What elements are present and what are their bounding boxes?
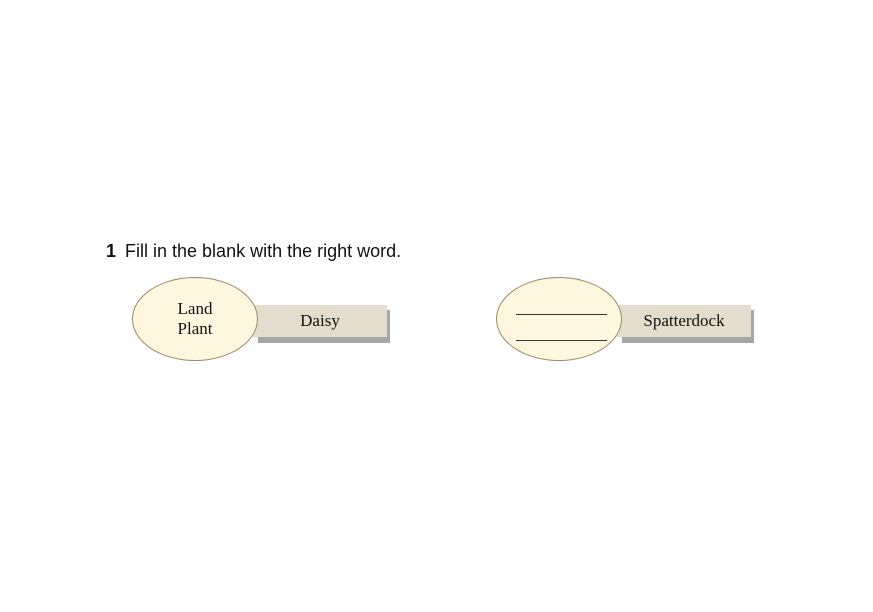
example-label: Daisy (300, 311, 340, 330)
example-label: Spatterdock (643, 311, 725, 330)
answer-blank-line-1[interactable] (516, 314, 607, 315)
category-oval: Land Plant (132, 277, 258, 361)
category-line-1: Land (177, 299, 213, 318)
question-heading: 1 Fill in the blank with the right word. (106, 241, 401, 262)
example-card: Daisy (253, 305, 387, 337)
answer-blank-line-2[interactable] (516, 340, 607, 341)
example-item-land-plant: Daisy Land Plant (131, 277, 393, 367)
answer-oval[interactable] (496, 277, 622, 361)
answer-item-spatterdock: Spatterdock (495, 277, 757, 367)
question-number: 1 (106, 241, 117, 261)
category-line-2: Plant (177, 319, 213, 338)
question-instruction: Fill in the blank with the right word. (125, 241, 402, 261)
example-card: Spatterdock (617, 305, 751, 337)
